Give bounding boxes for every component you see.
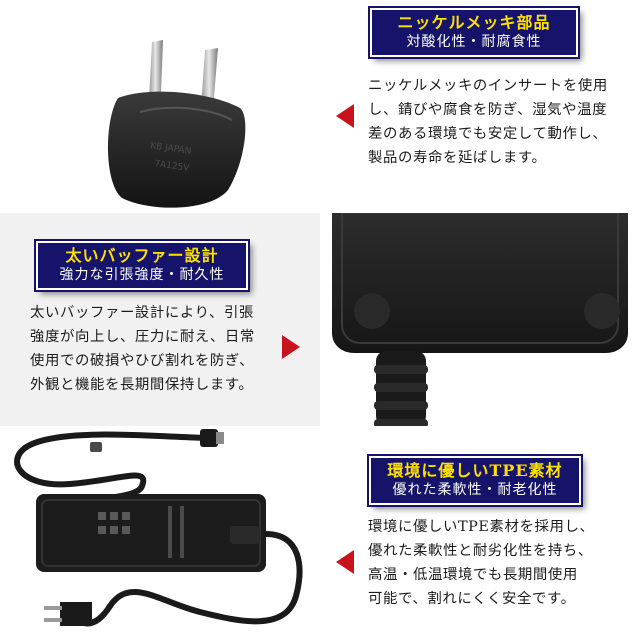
feature-title: 環境に優しいTPE素材: [387, 461, 563, 480]
feature-title-box: 環境に優しいTPE素材 優れた柔軟性・耐老化性: [367, 454, 583, 507]
feature-description: 太いバッファー設計により、引張 強度が向上し、圧力に耐え、日常 使用での破損やひ…: [30, 301, 255, 397]
plug-photo: KB JAPAN 7A125V: [0, 0, 320, 213]
left-pointer-arrow-icon: [336, 104, 354, 128]
left-pointer-arrow-icon: [336, 550, 354, 574]
description-line: し、錆びや腐食を防ぎ、湿気や温度: [368, 102, 608, 118]
description-line: 製品の寿命を延ばします。: [368, 150, 547, 166]
description-line: 可能で、割れにくく安全です。: [368, 591, 576, 607]
feature-description: 環境に優しいTPE素材を採用し、 優れた柔軟性と耐劣化性を持ち、 高温・低温環境…: [368, 515, 594, 611]
section-nickel-plating: KB JAPAN 7A125V ニッケルメッキ部品 対酸化性・耐腐食性 ニッケル…: [0, 0, 640, 213]
description-line: 強度が向上し、圧力に耐え、日常: [30, 329, 255, 345]
description-line: 環境に優しいTPE素材を採用し、: [368, 519, 595, 535]
right-pointer-arrow-icon: [282, 335, 300, 359]
description-line: 高温・低温環境でも長期間使用: [368, 567, 578, 583]
description-line: 太いバッファー設計により、引張: [30, 305, 254, 321]
section-tpe-material: 環境に優しいTPE素材 優れた柔軟性・耐老化性 環境に優しいTPE素材を採用し、…: [0, 426, 640, 640]
adapter-full-photo: [0, 426, 320, 640]
feature-title-box: 太いバッファー設計 強力な引張強度・耐久性: [34, 239, 250, 292]
feature-subtitle: 対酸化性・耐腐食性: [406, 34, 542, 50]
description-line: 使用での破損やひび割れを防ぎ、: [30, 353, 255, 369]
description-line: ニッケルメッキのインサートを使用: [368, 78, 608, 94]
feature-title: ニッケルメッキ部品: [397, 13, 551, 32]
description-line: 差のある環境でも安定して動作し、: [368, 126, 608, 142]
feature-title-box: ニッケルメッキ部品 対酸化性・耐腐食性: [368, 6, 580, 59]
feature-description: ニッケルメッキのインサートを使用 し、錆びや腐食を防ぎ、湿気や温度 差のある環境…: [368, 74, 608, 170]
adapter-cable-buffer-photo: [320, 213, 640, 426]
feature-title: 太いバッファー設計: [65, 246, 219, 265]
description-line: 優れた柔軟性と耐劣化性を持ち、: [368, 543, 593, 559]
svg-text:7A125V: 7A125V: [154, 159, 191, 174]
description-line: 外観と機能を長期間保持します。: [30, 377, 254, 393]
feature-subtitle: 強力な引張強度・耐久性: [59, 267, 225, 283]
feature-subtitle: 優れた柔軟性・耐老化性: [392, 482, 558, 498]
section-thick-buffer: 太いバッファー設計 強力な引張強度・耐久性 太いバッファー設計により、引張 強度…: [0, 213, 640, 426]
